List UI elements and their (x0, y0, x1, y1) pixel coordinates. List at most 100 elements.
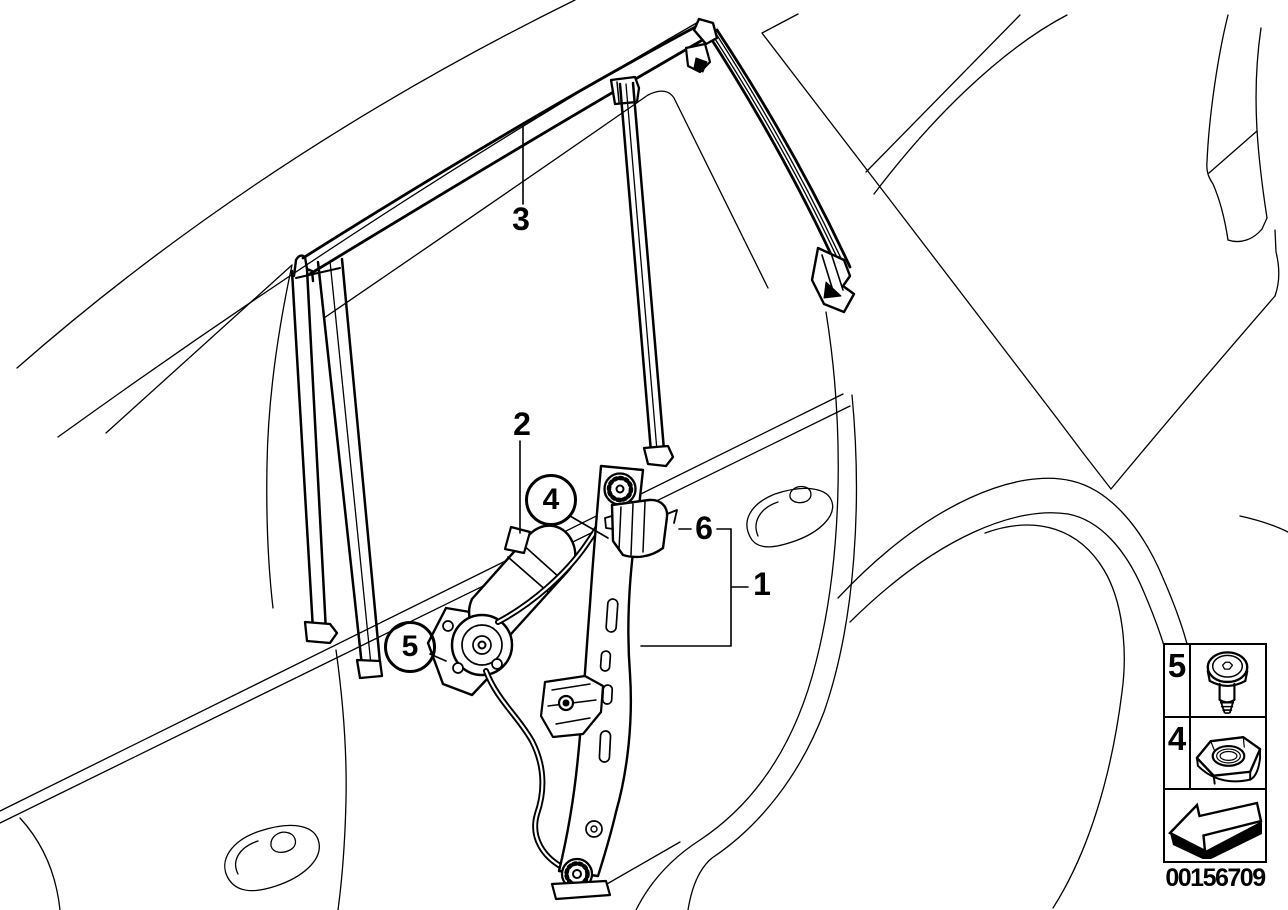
rear-door-handle (746, 487, 834, 548)
callout-5-circled[interactable]: 5 (384, 621, 436, 673)
glass-clamp-nub (604, 515, 614, 530)
center-rail-foot (642, 444, 675, 468)
quarter-edge (1274, 229, 1280, 297)
rear-door-handle-bump (789, 485, 812, 504)
center-guide-rail (609, 75, 675, 468)
motor-bolt-1 (442, 620, 454, 632)
window-glass-edge (323, 90, 769, 319)
front-rail-a-foot (303, 620, 339, 645)
rear-roof-line-1 (865, 14, 1021, 173)
b-pillar-line (266, 264, 293, 609)
beltline-lower (0, 405, 851, 824)
roof-drip-line (57, 20, 701, 438)
front-door-handle-cup (234, 840, 259, 875)
front-rail-b-mid (329, 260, 372, 666)
glass-clamp (610, 498, 669, 559)
frame-bottom-bracket-dark (823, 281, 842, 299)
motor-bolt-2 (452, 662, 464, 674)
rear-lower-line (1239, 515, 1288, 533)
front-guide-rails (290, 257, 384, 680)
rail-slot-1 (605, 598, 619, 633)
rear-door-handle-cup (755, 501, 779, 537)
bottom-pulley-hub (572, 869, 582, 879)
d-pillar-bottom (1227, 217, 1268, 243)
door-top-edge (105, 264, 293, 434)
rail-slot-2 (599, 650, 612, 672)
legend-number-4: 4 (1165, 717, 1191, 789)
front-rail-a-right (305, 267, 328, 634)
top-pulley-hub (615, 484, 625, 494)
door-bottom-line (599, 841, 681, 889)
door-gap-lower (335, 649, 347, 910)
front-rail-a-left (290, 269, 315, 632)
glass-clamp-lines (618, 501, 646, 556)
callout-4-circled[interactable]: 4 (525, 474, 577, 526)
window-regulator (426, 464, 678, 901)
legend-number-5: 5 (1165, 645, 1191, 716)
motor-drum-hub (477, 640, 487, 650)
center-rail-right (631, 81, 666, 452)
c-pillar-rear-edge (1110, 295, 1276, 490)
hex-nut-icon (1191, 718, 1265, 789)
c-pillar-front-edge (761, 13, 1112, 490)
rail-slot-3 (601, 684, 614, 705)
shoulder-screw-icon (1191, 645, 1265, 716)
direction-arrow-icon (1165, 790, 1265, 861)
d-pillar-front (1206, 14, 1229, 241)
d-pillar-rear (1255, 27, 1268, 219)
frame-bottom-bracket (810, 246, 856, 314)
roof-line (16, 0, 576, 369)
top-pulley-ribs (606, 475, 634, 503)
front-door-handle (224, 824, 320, 892)
motor-drum-ring-1 (461, 624, 503, 666)
rear-frame-channel-1 (707, 27, 842, 267)
frame-top-cap (692, 17, 719, 46)
callout-leaders (429, 126, 749, 662)
top-rail-outer (301, 22, 703, 260)
callout-3[interactable]: 3 (512, 201, 530, 237)
rear-frame-channel-2 (712, 28, 846, 268)
d-pillar-inner (1208, 130, 1258, 174)
front-rail-b-foot (355, 658, 384, 680)
rail-slot-4 (598, 730, 612, 763)
callout-6[interactable]: 6 (695, 510, 713, 546)
wheel-arch-opening (984, 524, 1125, 909)
fender-flare-inner (849, 512, 1169, 661)
leader-1-bracket (640, 528, 749, 647)
legend-row-nut[interactable]: 4 (1165, 717, 1265, 791)
carriage-bolt-center (562, 699, 570, 707)
rear-frame-outer (701, 24, 838, 267)
legend-row-direction[interactable] (1165, 790, 1265, 861)
motor-collar-lines (507, 542, 561, 593)
motor-bolt-3 (491, 658, 503, 670)
leader-4 (569, 515, 609, 539)
legend-row-screw[interactable]: 5 (1165, 645, 1265, 718)
rear-frame-inner (715, 28, 852, 269)
callout-2[interactable]: 2 (513, 406, 531, 442)
callout-1[interactable]: 1 (753, 566, 771, 602)
door-window-frame (292, 17, 856, 319)
door-rear-edge (635, 311, 839, 910)
bottom-bracket (550, 879, 612, 901)
center-rail-tab-line (616, 81, 620, 103)
center-rail-mid (625, 83, 658, 452)
fender-front-edge (687, 394, 858, 910)
part-number: 00156709 (1165, 864, 1266, 892)
cable-conduit-lower-core (484, 669, 564, 869)
rail-hole-inner (590, 825, 598, 833)
beltline-upper (0, 393, 844, 812)
fastener-legend: 5 4 (1163, 643, 1267, 863)
motor-connector (503, 525, 532, 555)
front-rail-b-left (316, 260, 364, 668)
glass-clamp-hook (666, 509, 678, 524)
frame-corner-clamp-dark (693, 57, 708, 73)
motor-drum-ring-2 (472, 635, 492, 655)
rear-roof-line-2 (873, 14, 1068, 195)
frame-corner-nub (292, 254, 315, 283)
center-rail-left (618, 82, 653, 454)
front-rail-b-right (340, 257, 382, 665)
front-door-corner (19, 817, 61, 910)
